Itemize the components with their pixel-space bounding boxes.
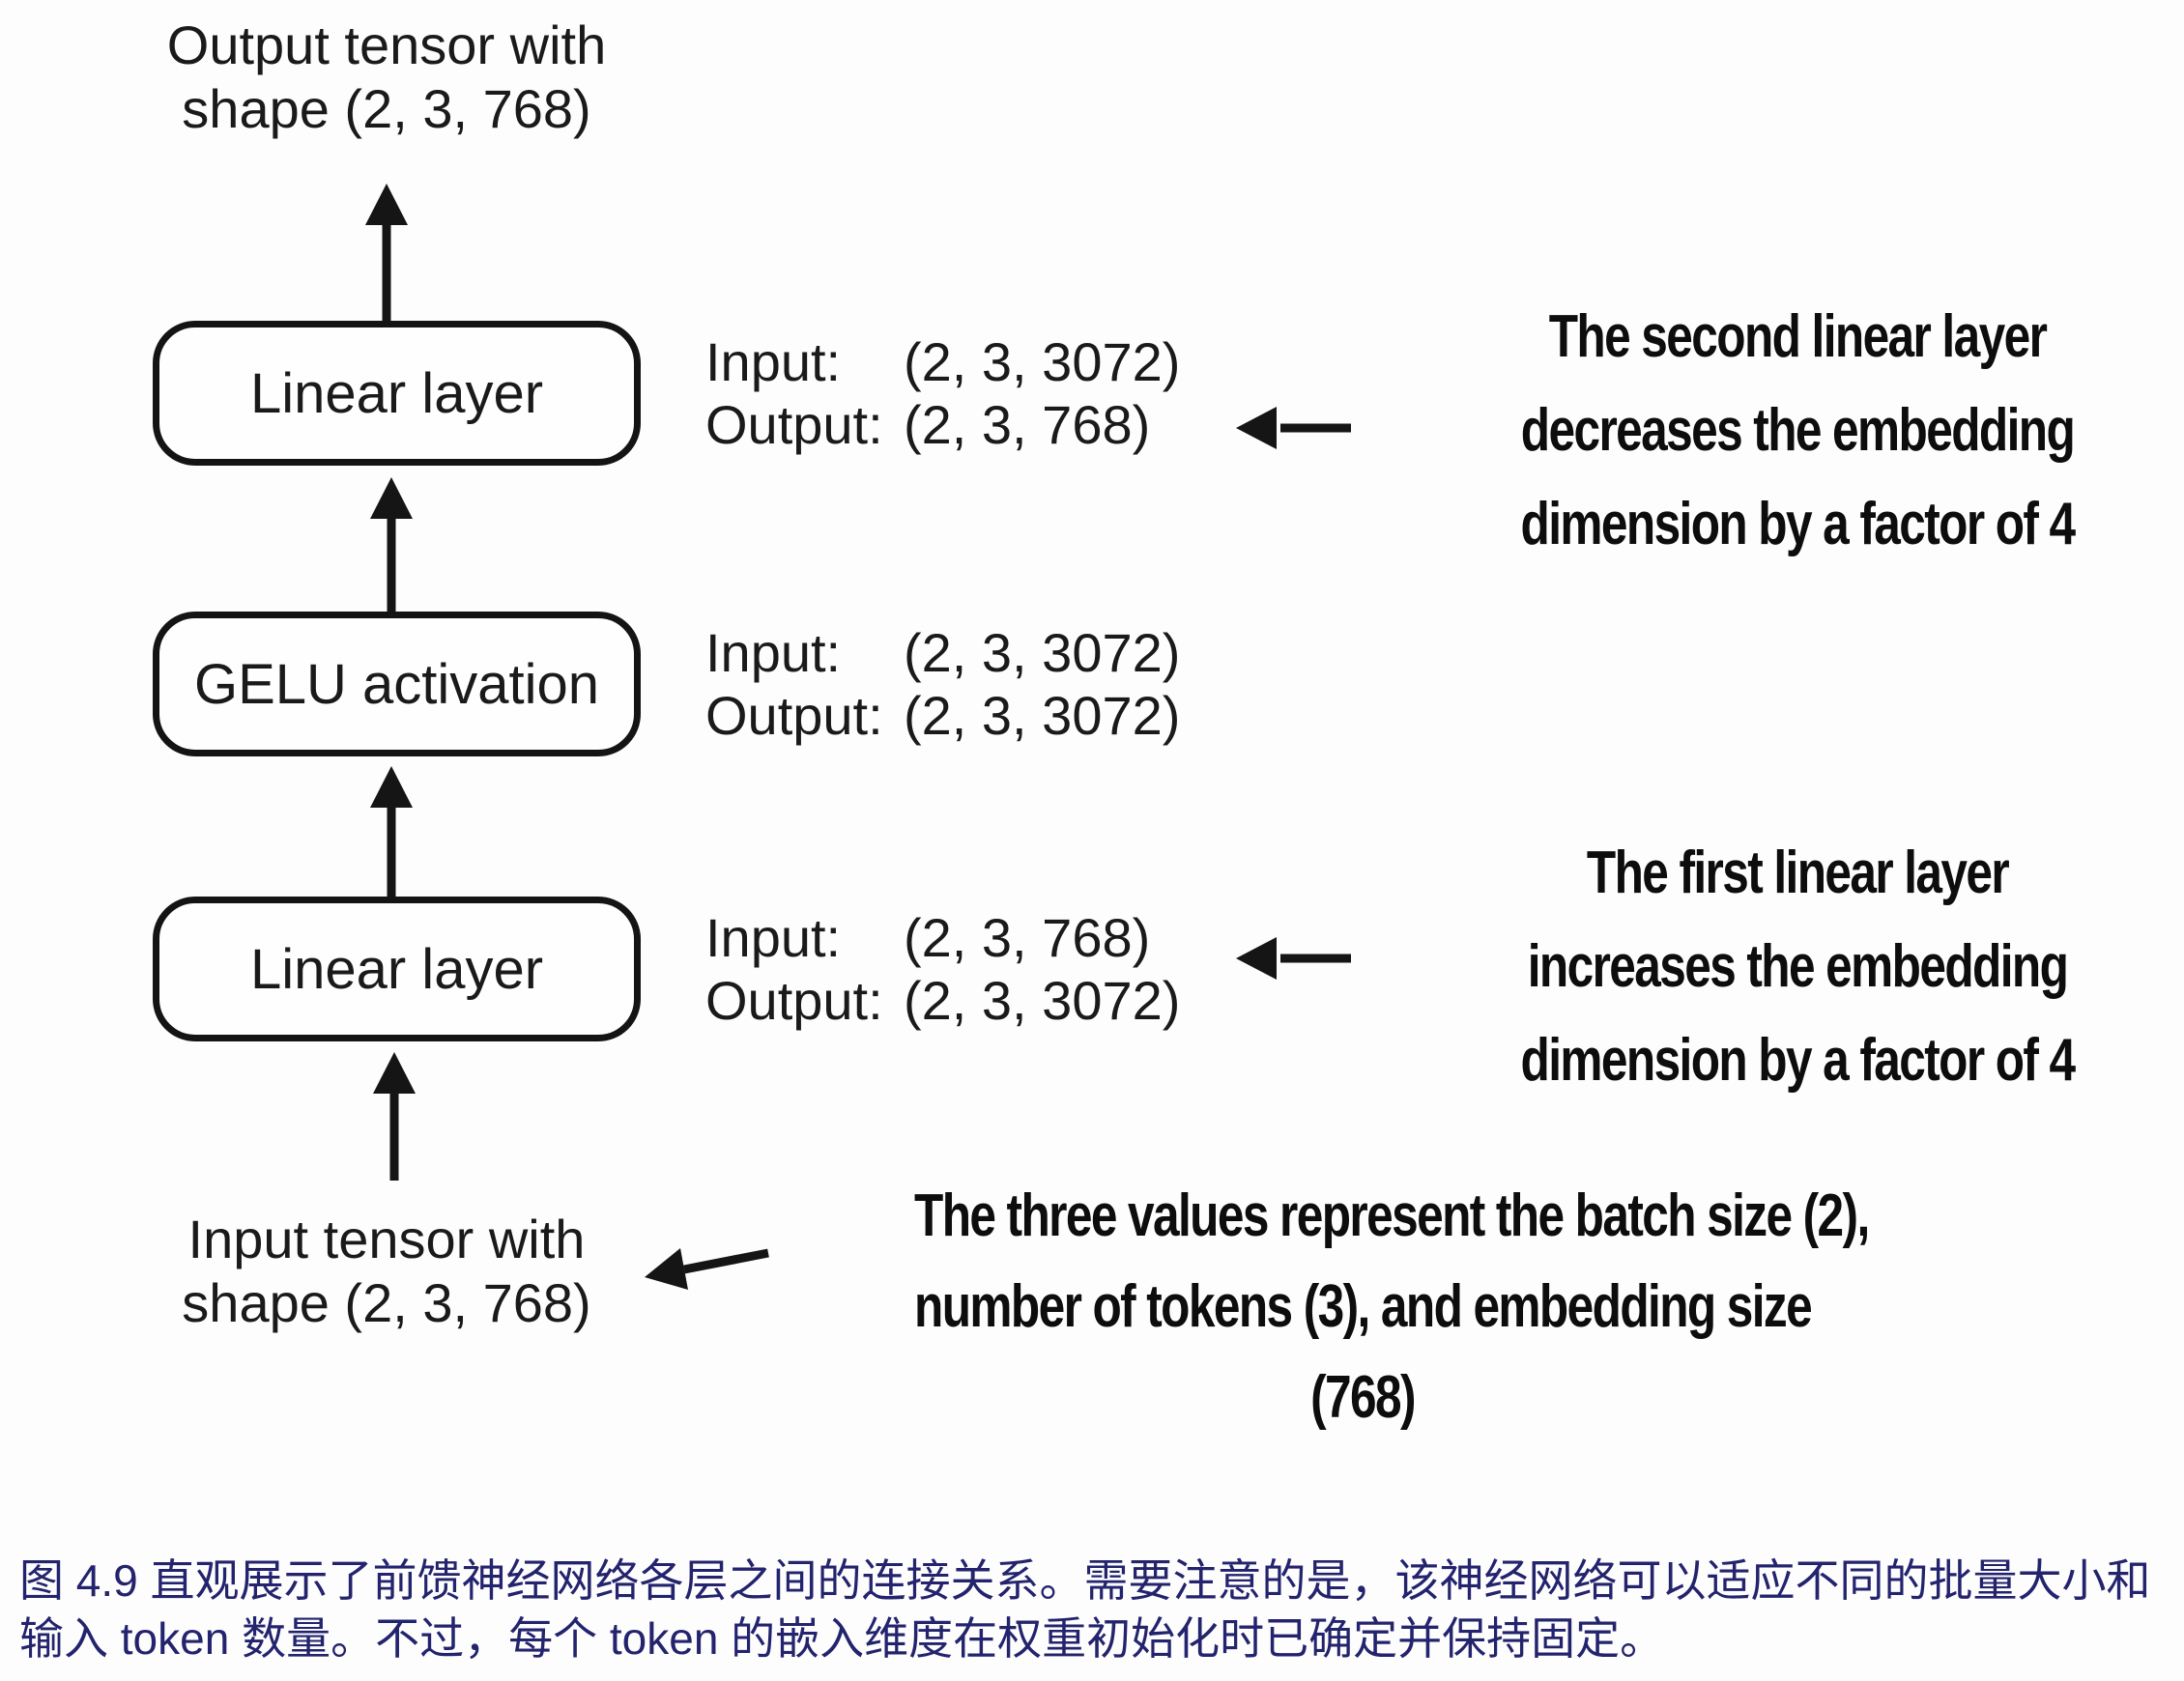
arrowhead-up-to-output (365, 184, 408, 225)
node-linear-layer-1: Linear layer (153, 897, 641, 1041)
io-block-linear-2: Input: (2, 3, 3072) Output: (2, 3, 768) (705, 330, 1180, 456)
note-second-linear: The second linear layer decreases the em… (1504, 290, 2091, 571)
note-first-linear: The first linear layer increases the emb… (1504, 826, 2091, 1107)
io-input-value: (2, 3, 3072) (904, 622, 1181, 683)
note-first-linear-line2: increases the embedding (1527, 933, 2069, 1000)
note-second-linear-line2: decreases the embedding (1520, 397, 2076, 464)
note-first-linear-line1: The first linear layer (1586, 840, 2010, 906)
io-output-value: (2, 3, 768) (904, 394, 1151, 455)
output-tensor-label: Output tensor with shape (2, 3, 768) (116, 14, 657, 141)
note-tensor-meaning-line3: (768) (1310, 1364, 1416, 1431)
output-tensor-line1: Output tensor with (166, 14, 607, 75)
node-gelu-activation-label: GELU activation (193, 652, 600, 716)
note-first-linear-line3: dimension by a factor of 4 (1520, 1027, 2077, 1094)
io-output-label: Output: (705, 685, 883, 746)
arrow-diagonal-to-input-tensor (683, 1248, 769, 1274)
note-second-linear-line3: dimension by a factor of 4 (1520, 491, 2077, 557)
input-tensor-line2: shape (2, 3, 768) (182, 1272, 591, 1333)
arrowhead-up-gelu-to-linear2 (370, 477, 413, 519)
note-tensor-meaning-line1: The three values represent the batch siz… (914, 1182, 1870, 1249)
node-linear-layer-2-label: Linear layer (249, 361, 544, 425)
node-linear-layer-2: Linear layer (153, 321, 641, 466)
figure-caption-line2: 输入 token 数量。不过，每个 token 的嵌入维度在权重初始化时已确定并… (19, 1613, 1665, 1664)
note-tensor-meaning: The three values represent the batch siz… (914, 1171, 1870, 1443)
node-linear-layer-1-label: Linear layer (249, 937, 544, 1001)
io-input-label: Input: (705, 331, 842, 392)
io-output-value: (2, 3, 3072) (904, 685, 1181, 746)
io-input-value: (2, 3, 3072) (904, 331, 1181, 392)
output-tensor-line2: shape (2, 3, 768) (182, 78, 591, 139)
io-output-label: Output: (705, 970, 883, 1031)
node-gelu-activation: GELU activation (153, 612, 641, 756)
arrowhead-left-note-first (1236, 937, 1277, 980)
figure-caption-line1: 图 4.9 直观展示了前馈神经网络各层之间的连接关系。需要注意的是，该神经网络可… (19, 1555, 2151, 1606)
io-output-value: (2, 3, 3072) (904, 970, 1181, 1031)
input-tensor-line1: Input tensor with (187, 1209, 586, 1269)
io-block-linear-1: Input: (2, 3, 768) Output: (2, 3, 3072) (705, 906, 1180, 1032)
arrowhead-up-linear1-to-gelu (370, 766, 413, 808)
input-tensor-label: Input tensor with shape (2, 3, 768) (155, 1208, 618, 1335)
note-tensor-meaning-line2: number of tokens (3), and embedding size (914, 1273, 1813, 1340)
io-output-label: Output: (705, 394, 883, 455)
arrowhead-diagonal-to-input-tensor (645, 1248, 688, 1290)
arrowhead-left-note-second (1236, 407, 1277, 449)
figure-caption: 图 4.9 直观展示了前馈神经网络各层之间的连接关系。需要注意的是，该神经网络可… (19, 1552, 2176, 1667)
note-second-linear-line1: The second linear layer (1548, 303, 2048, 370)
io-input-value: (2, 3, 768) (904, 907, 1151, 968)
io-input-label: Input: (705, 622, 842, 683)
io-input-label: Input: (705, 907, 842, 968)
io-block-gelu: Input: (2, 3, 3072) Output: (2, 3, 3072) (705, 621, 1180, 747)
arrowhead-up-input-to-linear1 (373, 1052, 416, 1094)
